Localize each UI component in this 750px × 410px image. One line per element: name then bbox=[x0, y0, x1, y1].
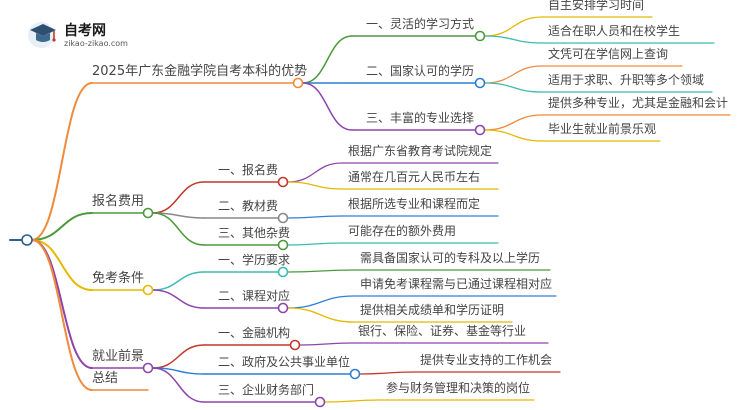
leaf-edge-0-0-1 bbox=[484, 35, 543, 44]
branch-edge-4 bbox=[31, 239, 93, 391]
leaf-edge-1-0-0 bbox=[287, 162, 343, 183]
leaf-edge-2-0-0 bbox=[287, 269, 355, 273]
branch-label[interactable]: 总结 bbox=[92, 371, 119, 386]
branch-node-toggle[interactable] bbox=[142, 362, 154, 374]
leaf-label[interactable]: 根据广东省教育考试院规定 bbox=[348, 144, 493, 158]
sub-node-toggle[interactable] bbox=[277, 302, 289, 314]
sub-label[interactable]: 二、教材费 bbox=[218, 199, 279, 213]
branch-node-toggle[interactable] bbox=[142, 284, 154, 296]
leaf-edge-2-1-1 bbox=[287, 307, 355, 323]
leaf-label[interactable]: 根据所选专业和课程而定 bbox=[348, 197, 481, 211]
leaf-edge-0-0-0 bbox=[484, 16, 543, 37]
sub-node-toggle[interactable] bbox=[277, 212, 289, 224]
sub-node-toggle[interactable] bbox=[277, 239, 289, 251]
leaf-edge-3-0-0 bbox=[299, 342, 353, 346]
leaf-edge-0-2-1 bbox=[484, 129, 543, 142]
logo-title: 自考网 bbox=[64, 23, 106, 39]
sub-node-toggle[interactable] bbox=[474, 77, 486, 89]
branch-node-toggle[interactable] bbox=[292, 77, 304, 89]
graduation-cap-icon bbox=[28, 22, 56, 48]
leaf-label[interactable]: 文凭可在学信网上查询 bbox=[548, 47, 669, 61]
leaf-label[interactable]: 提供多种专业，尤其是金融和会计 bbox=[548, 96, 729, 110]
logo-url: zikao-zikao.com bbox=[64, 39, 128, 48]
leaf-label[interactable]: 申请免考课程需与已通过课程相对应 bbox=[360, 277, 553, 291]
branch-node-toggle[interactable] bbox=[142, 207, 154, 219]
sub-label[interactable]: 一、学历要求 bbox=[218, 253, 291, 267]
branch-label[interactable]: 就业前景 bbox=[92, 349, 145, 364]
leaf-edge-1-1-0 bbox=[287, 215, 343, 219]
leaf-label[interactable]: 提供专业支持的工作机会 bbox=[420, 353, 553, 367]
leaf-label[interactable]: 参与财务管理和决策的岗位 bbox=[386, 381, 531, 395]
leaf-edge-1-0-1 bbox=[287, 181, 343, 190]
sub-node-toggle[interactable] bbox=[277, 266, 289, 278]
leaf-edge-2-1-0 bbox=[287, 295, 355, 309]
sub-edge-0-0 bbox=[302, 35, 353, 84]
sub-label[interactable]: 三、其他杂费 bbox=[218, 226, 291, 240]
sub-label[interactable]: 二、国家认可的学历 bbox=[366, 64, 475, 78]
sub-label[interactable]: 三、企业财务部门 bbox=[218, 383, 315, 397]
branch-label[interactable]: 报名费用 bbox=[92, 194, 145, 209]
leaf-edge-0-1-1 bbox=[484, 82, 543, 93]
leaf-label[interactable]: 提供相关成绩单和学历证明 bbox=[360, 303, 505, 317]
branch-edge-3 bbox=[31, 239, 93, 369]
sub-edge-1-2 bbox=[152, 212, 205, 246]
leaf-edge-1-2-0 bbox=[287, 242, 343, 246]
leaf-edge-3-1-0 bbox=[359, 371, 415, 375]
leaf-edge-3-2-0 bbox=[324, 399, 381, 403]
sub-node-toggle[interactable] bbox=[289, 339, 301, 351]
sub-edge-3-0 bbox=[152, 344, 205, 369]
sub-label[interactable]: 一、灵活的学习方式 bbox=[366, 17, 475, 31]
branch-label[interactable]: 2025年广东金融学院自考本科的优势 bbox=[92, 64, 308, 79]
sub-edge-0-2 bbox=[302, 82, 353, 131]
leaf-label[interactable]: 适合在职人员和在校学生 bbox=[548, 24, 681, 38]
branch-edge-2 bbox=[31, 239, 93, 291]
leaf-edge-0-1-0 bbox=[484, 65, 543, 84]
sub-label[interactable]: 二、政府及公共事业单位 bbox=[218, 355, 351, 369]
leaf-edge-0-2-0 bbox=[484, 114, 543, 131]
sub-edge-3-2 bbox=[152, 367, 205, 403]
leaf-label[interactable]: 通常在几百元人民币左右 bbox=[348, 170, 481, 184]
sub-label[interactable]: 一、金融机构 bbox=[218, 326, 291, 340]
root-node-toggle[interactable] bbox=[21, 234, 33, 246]
sub-node-toggle[interactable] bbox=[349, 368, 361, 380]
branch-label[interactable]: 免考条件 bbox=[92, 271, 145, 286]
sub-node-toggle[interactable] bbox=[277, 176, 289, 188]
sub-label[interactable]: 三、丰富的专业选择 bbox=[366, 111, 475, 125]
sub-edge-1-0 bbox=[152, 181, 205, 214]
sub-edge-2-0 bbox=[152, 271, 205, 291]
leaf-label[interactable]: 银行、保险、证券、基金等行业 bbox=[358, 324, 527, 338]
sub-node-toggle[interactable] bbox=[474, 30, 486, 42]
branch-edge-1 bbox=[31, 212, 93, 241]
site-logo[interactable]: 自考网 zikao-zikao.com bbox=[26, 18, 146, 50]
leaf-label[interactable]: 可能存在的额外费用 bbox=[348, 224, 457, 238]
branch-edge-0 bbox=[31, 82, 93, 241]
leaf-label[interactable]: 自主安排学习时间 bbox=[548, 0, 645, 12]
leaf-label[interactable]: 毕业生就业前景乐观 bbox=[548, 122, 657, 136]
sub-node-toggle[interactable] bbox=[314, 396, 326, 408]
sub-label[interactable]: 一、报名费 bbox=[218, 163, 279, 177]
sub-label[interactable]: 二、课程对应 bbox=[218, 289, 291, 303]
sub-node-toggle[interactable] bbox=[474, 124, 486, 136]
sub-edge-2-1 bbox=[152, 289, 205, 309]
leaf-label[interactable]: 适用于求职、升职等多个领域 bbox=[548, 73, 705, 87]
leaf-label[interactable]: 需具备国家认可的专科及以上学历 bbox=[360, 251, 541, 265]
